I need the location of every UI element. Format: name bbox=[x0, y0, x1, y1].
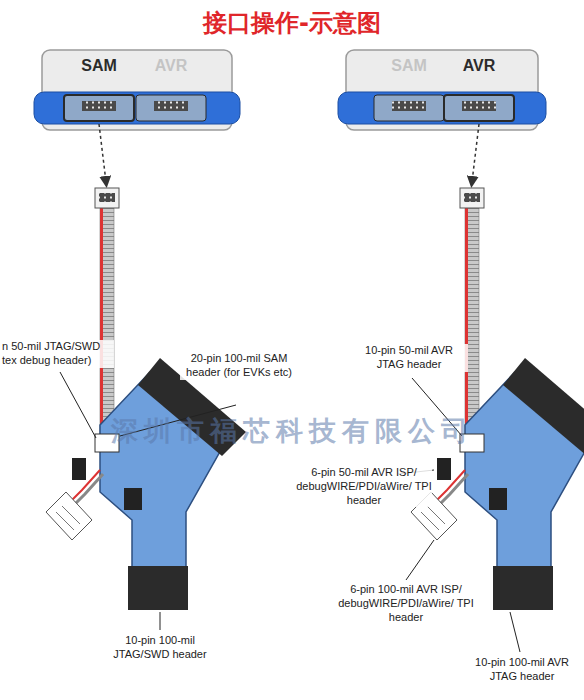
debugger-mode-label: SAM bbox=[81, 56, 117, 76]
adapter-left bbox=[46, 188, 246, 610]
callout-label: 20-pin 100-mil SAM header (for EVKs etc) bbox=[180, 352, 298, 380]
debugger-mode-label: AVR bbox=[155, 56, 188, 76]
debugger-mode-label: SAM bbox=[391, 56, 427, 76]
debugger-box: SAM AVR bbox=[346, 50, 538, 90]
callout-label: n 50-mil JTAG/SWD tex debug header) bbox=[2, 340, 114, 368]
watermark: 深圳市福芯科技有限公司 bbox=[6, 414, 578, 448]
leader-lines bbox=[60, 372, 520, 652]
debugger-left bbox=[34, 50, 240, 182]
debugger-mode-label: AVR bbox=[463, 56, 496, 76]
callout-label: 10-pin 50-mil AVR JTAG header bbox=[350, 344, 468, 372]
debugger-right bbox=[338, 50, 546, 182]
callout-label: 6-pin 100-mil AVR ISP/ debugWIRE/PDI/aWi… bbox=[336, 583, 476, 624]
callout-label: 10-pin 100-mil AVR JTAG header bbox=[466, 656, 578, 684]
callout-label: 6-pin 50-mil AVR ISP/ debugWIRE/PDI/aWir… bbox=[296, 466, 432, 507]
diagram-title: 接口操作-示意图 bbox=[0, 8, 584, 38]
callout-label: 10-pin 100-mil JTAG/SWD header bbox=[104, 634, 216, 662]
debugger-box: SAM AVR bbox=[42, 50, 232, 90]
